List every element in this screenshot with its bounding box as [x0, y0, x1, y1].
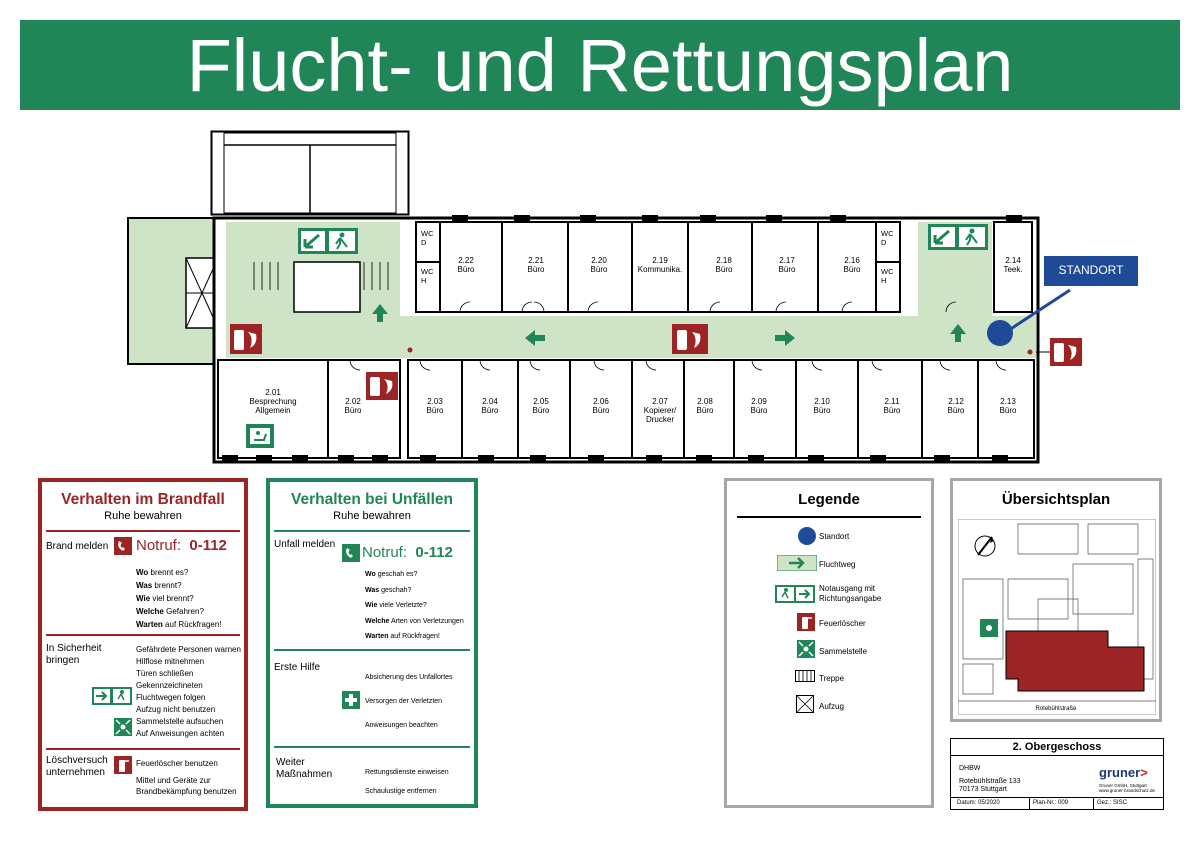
- safety-steps: Gefährdete Personen warnen Hilflose mitn…: [136, 645, 241, 738]
- phone-icon: [342, 544, 360, 562]
- extinguish-steps: Feuerlöscher benutzen Mittel und Geräte …: [136, 759, 237, 796]
- divider: [46, 634, 240, 636]
- divider: [951, 797, 1163, 798]
- assembly-point-icon: [797, 640, 815, 658]
- org-name: DHBW: [959, 765, 981, 772]
- overview-street: Rotebühlstraße: [1035, 706, 1077, 712]
- overview-title: Übersichtsplan: [1001, 491, 1111, 508]
- fire-instructions-panel: Verhalten im Brandfall Ruhe bewahren Bra…: [38, 478, 248, 811]
- date-field: Datum: 05/2020: [957, 800, 1000, 806]
- fire-panel-subtitle: Ruhe bewahren: [104, 510, 182, 522]
- fire-phone-icon: [114, 537, 132, 555]
- accident-panel-title: Verhalten bei Unfällen: [291, 491, 453, 508]
- first-aid-line-1: Absicherung des Unfallortes: [365, 674, 453, 681]
- extinguisher-icon: [114, 756, 132, 774]
- accident-notruf: Notruf: 0-112: [362, 544, 453, 561]
- plan-title: Flucht- und Rettungsplan: [20, 20, 1180, 110]
- divider: [46, 748, 240, 750]
- first-aid-line-3: Anweisungen beachten: [365, 722, 438, 729]
- divider: [737, 516, 921, 518]
- legend-feuerloescher: Feuerlöscher: [819, 619, 866, 628]
- fire-extinguisher-icon: [797, 613, 815, 631]
- legend-aufzug: Aufzug: [819, 702, 844, 711]
- accident-questions: Wo geschah es? Was geschah? Wie viele Ve…: [365, 571, 464, 640]
- first-aid-icon: [342, 691, 360, 709]
- first-aid-line-2: Versorgen der Verletzten: [365, 698, 443, 705]
- stairs-icon: [795, 670, 815, 682]
- plan-number: Plan-Nr.: 009: [1033, 800, 1069, 806]
- unfall-melden-label: Unfall melden: [274, 539, 336, 550]
- legend-title: Legende: [798, 491, 860, 508]
- divider: [274, 530, 470, 532]
- standort-label: STANDORT: [1058, 263, 1124, 277]
- fire-questions: Wo brennt es? Was brennt? Wie viel brenn…: [136, 568, 222, 629]
- accident-instructions-panel: Verhalten bei Unfällen Ruhe bewahren Unf…: [266, 478, 478, 808]
- emergency-exit-icon: [775, 585, 815, 603]
- legend-panel: Legende Standort Fluchtweg Notausgang mi…: [724, 478, 934, 808]
- legend-treppe: Treppe: [819, 674, 845, 683]
- elevator-icon: [796, 695, 814, 713]
- accident-panel-subtitle: Ruhe bewahren: [333, 510, 411, 522]
- overview-map: [958, 519, 1156, 715]
- drawn-by: Gez.: SISC: [1097, 800, 1128, 806]
- erste-hilfe-label: Erste Hilfe: [274, 662, 321, 673]
- legend-sammelstelle: Sammelstelle: [819, 647, 868, 656]
- fire-notruf: Notruf: 0-112: [136, 537, 227, 554]
- exit-sign-icon: [92, 687, 132, 705]
- divider: [274, 746, 470, 748]
- divider: [1093, 797, 1094, 810]
- divider: [274, 649, 470, 651]
- assembly-point-icon: [114, 718, 132, 736]
- standort-icon: [798, 527, 816, 545]
- legend-fluchtweg: Fluchtweg: [819, 560, 856, 569]
- further-measures: Rettungsdienste einweisen Schaulustige e…: [365, 769, 449, 795]
- floor-label: 2. Obergeschoss: [951, 739, 1163, 756]
- fire-panel-title: Verhalten im Brandfall: [61, 491, 225, 508]
- escape-route-icon: [777, 555, 817, 571]
- company-logo: gruner>: [1099, 765, 1148, 780]
- brand-melden-label: Brand melden: [46, 541, 109, 552]
- divider: [1029, 797, 1030, 810]
- divider: [46, 530, 240, 532]
- legend-standort: Standort: [819, 532, 850, 541]
- overview-panel: Übersichtsplan Rotebühlstraße: [950, 478, 1162, 722]
